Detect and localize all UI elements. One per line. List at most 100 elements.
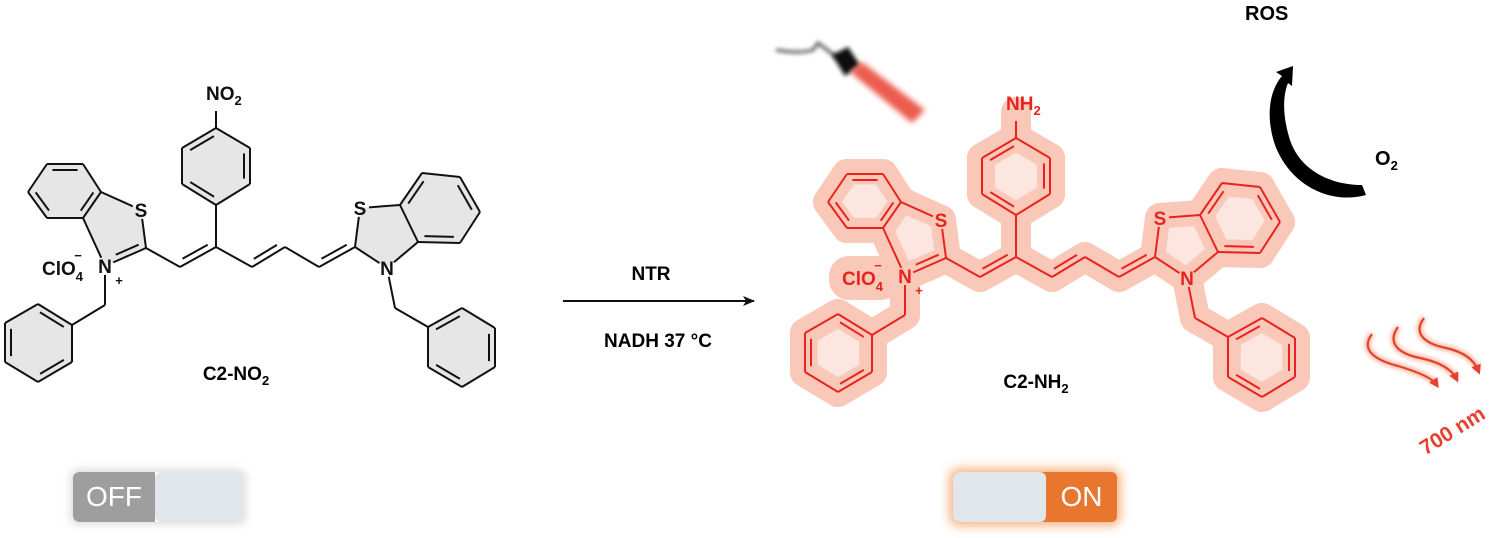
counterion-label: ClO4 <box>842 269 884 294</box>
o2-label: O2 <box>1375 148 1398 173</box>
off-toggle[interactable]: OFF <box>73 472 243 522</box>
ros-cycle: ROS O2 <box>1245 3 1398 198</box>
bond-double <box>982 253 1009 270</box>
bond <box>882 173 902 203</box>
product-name: C2-NH2 <box>1003 372 1068 396</box>
on-toggle-knob <box>953 472 1046 522</box>
bond-double <box>1224 245 1254 248</box>
bond <box>1259 186 1281 223</box>
bond <box>1227 317 1263 338</box>
bond-double <box>39 358 65 375</box>
bond-double <box>435 315 461 331</box>
bond <box>394 307 429 328</box>
bond <box>459 176 481 213</box>
bond <box>27 163 48 193</box>
cation-charge: + <box>115 273 123 288</box>
bond-double <box>321 243 348 260</box>
bond <box>387 276 396 309</box>
bond <box>82 191 102 219</box>
bond-double <box>879 201 895 222</box>
bond <box>1199 182 1223 216</box>
bond <box>461 307 496 329</box>
off-toggle-label: OFF <box>73 472 155 522</box>
nitrogen-right-label: N <box>380 259 394 280</box>
bond <box>215 127 251 149</box>
bond <box>82 163 102 193</box>
bond <box>215 183 251 206</box>
bond <box>399 172 423 206</box>
bond-double <box>839 368 865 385</box>
bond <box>4 303 39 324</box>
bond <box>1118 256 1156 278</box>
bond <box>882 201 902 229</box>
bond <box>354 246 381 264</box>
laser-beam <box>850 62 925 123</box>
bond-double <box>989 145 1015 162</box>
on-toggle[interactable]: ON <box>953 472 1117 522</box>
bond <box>427 366 463 388</box>
bond <box>368 204 401 209</box>
bond <box>1227 376 1263 398</box>
para-substituent-label: NO2 <box>206 84 242 108</box>
bond-double <box>1235 373 1261 390</box>
cation-nitrogen-label: N <box>98 257 112 278</box>
bond-double <box>407 180 425 205</box>
laser-pointer-icon <box>775 40 925 123</box>
bond <box>181 183 217 206</box>
sulfur-right-label: S <box>354 199 367 220</box>
bond <box>427 307 463 328</box>
bond-double <box>182 243 209 260</box>
counterion-charge: − <box>874 258 882 273</box>
ring-fill <box>5 304 72 382</box>
bond-double <box>79 191 95 212</box>
bond <box>251 246 286 268</box>
bond-double <box>189 135 215 152</box>
cation-nitrogen-label: N <box>898 267 912 288</box>
product-name-main: C2-NH <box>1003 372 1061 393</box>
o2-main: O <box>1375 148 1391 170</box>
bond-double <box>39 311 65 328</box>
ring-fill <box>28 164 101 218</box>
bond <box>417 241 461 244</box>
bond <box>1154 226 1160 258</box>
bond <box>100 191 134 208</box>
bond <box>1259 221 1281 254</box>
on-toggle-label: ON <box>1046 472 1117 522</box>
bond <box>145 247 181 268</box>
bond <box>284 246 320 268</box>
bond <box>354 216 360 248</box>
ring-fill <box>355 205 418 268</box>
bond <box>979 256 1017 278</box>
bond <box>71 304 106 326</box>
bond-double <box>1053 254 1078 270</box>
bond-double <box>435 363 461 380</box>
bond <box>1084 256 1120 278</box>
arrow-label-below: NADH 37 °C <box>604 331 712 352</box>
bond-double <box>34 191 50 212</box>
bond <box>421 172 461 178</box>
bond <box>318 246 356 268</box>
bond-double <box>1207 190 1225 215</box>
bond-double <box>989 191 1015 208</box>
bond-double <box>253 244 278 260</box>
counterion-label: ClO4 <box>42 259 84 284</box>
wave-1 <box>1366 333 1439 389</box>
bond <box>837 313 873 336</box>
counterion-charge: − <box>74 248 82 263</box>
bond <box>112 247 147 264</box>
bond <box>1193 251 1219 273</box>
bond <box>37 303 73 326</box>
wave-2 <box>1392 326 1459 383</box>
cation-charge: + <box>915 283 923 298</box>
laser-cable <box>775 40 839 60</box>
bond <box>1015 193 1051 216</box>
bond <box>1168 214 1201 219</box>
bond <box>804 313 839 334</box>
nitrogen-right-label: N <box>1180 269 1194 290</box>
bond-double <box>424 235 454 238</box>
bond-double <box>1256 194 1273 221</box>
bond <box>1051 256 1086 278</box>
bond <box>215 246 253 268</box>
para-substituent-label: NH2 <box>1006 94 1041 118</box>
